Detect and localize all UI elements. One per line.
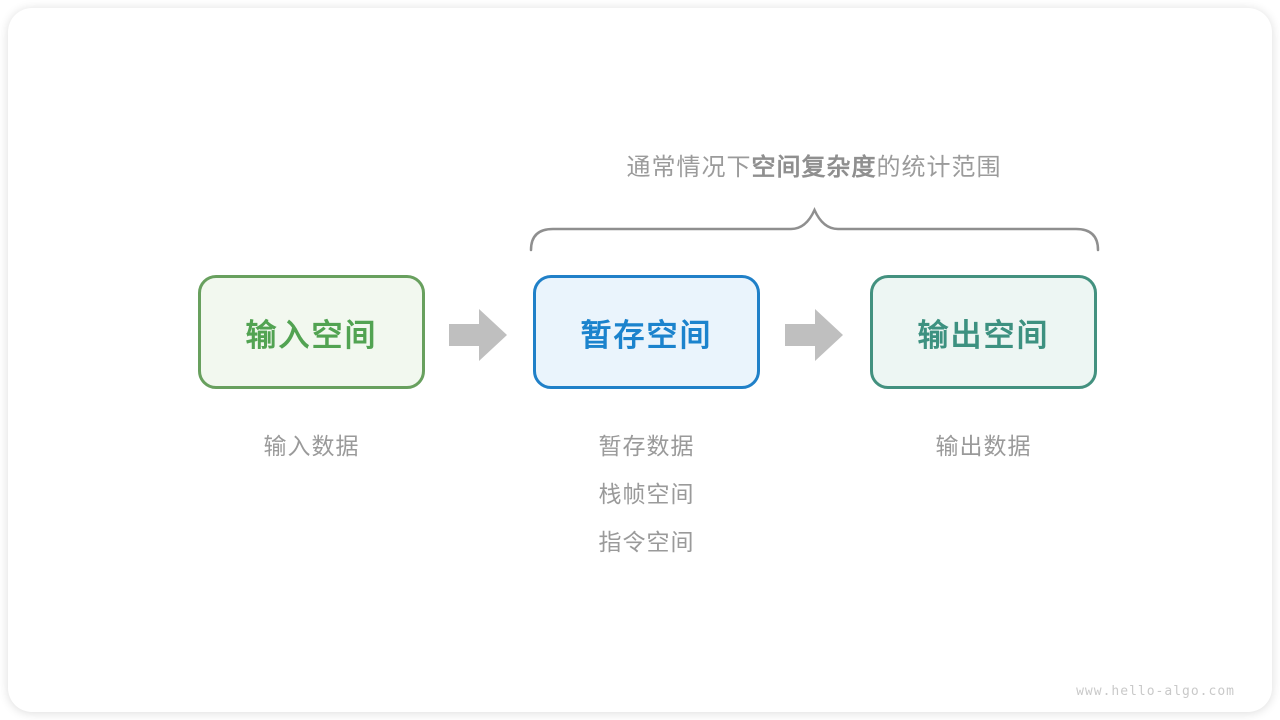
output-space-notes: 输出数据 bbox=[870, 422, 1097, 470]
title-prefix: 通常情况下 bbox=[626, 154, 752, 181]
input-space-notes: 输入数据 bbox=[198, 422, 425, 470]
note-line: 暂存数据 bbox=[598, 433, 695, 459]
output-space-box: 输出空间 bbox=[870, 275, 1097, 389]
output-space-label: 输出空间 bbox=[917, 317, 1050, 353]
diagram-title: 通常情况下空间复杂度的统计范围 bbox=[627, 151, 1002, 185]
right-arrow-icon bbox=[449, 309, 507, 361]
title-suffix: 的统计范围 bbox=[876, 154, 1002, 181]
watermark-text: www.hello-algo.com bbox=[1076, 684, 1235, 699]
title-bold-term: 空间复杂度 bbox=[751, 154, 877, 181]
note-line: 输入数据 bbox=[263, 433, 360, 459]
note-line: 输出数据 bbox=[935, 433, 1032, 459]
temporary-space-notes: 暂存数据 栈帧空间 指令空间 bbox=[533, 422, 760, 566]
input-space-label: 输入空间 bbox=[245, 317, 378, 353]
temporary-space-box: 暂存空间 bbox=[533, 275, 760, 389]
note-line: 指令空间 bbox=[598, 529, 695, 555]
input-space-box: 输入空间 bbox=[198, 275, 425, 389]
diagram-card: 通常情况下空间复杂度的统计范围 输入空间 暂存空间 输出空间 输入数据 暂存数据… bbox=[8, 8, 1272, 712]
temporary-space-label: 暂存空间 bbox=[580, 317, 713, 353]
curly-brace-icon bbox=[529, 206, 1100, 252]
note-line: 栈帧空间 bbox=[598, 481, 695, 507]
right-arrow-icon bbox=[785, 309, 843, 361]
